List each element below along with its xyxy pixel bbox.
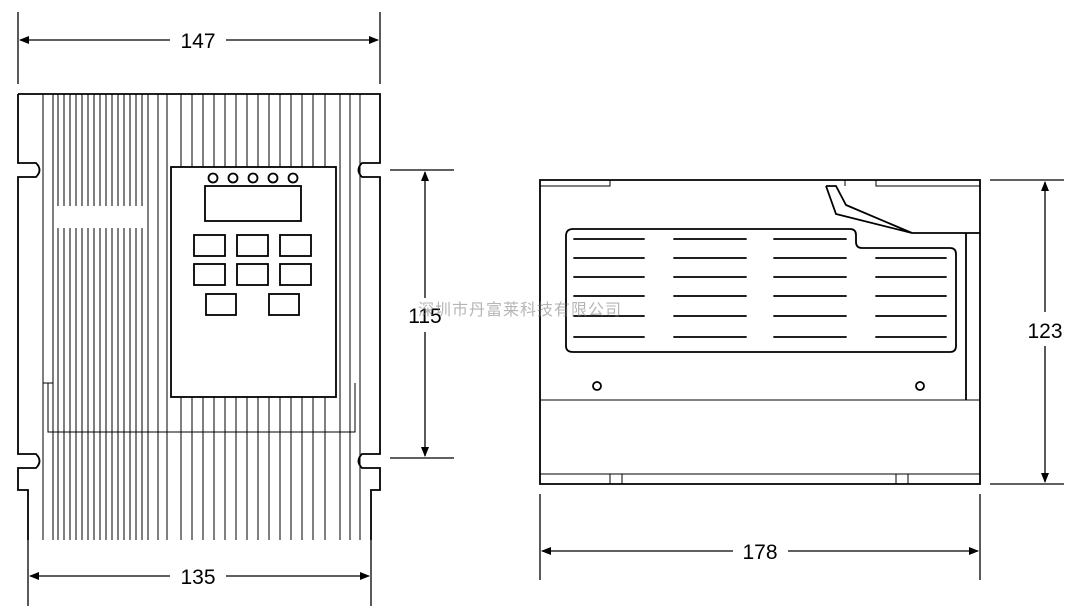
dim-side-height-label: 123 bbox=[1027, 320, 1062, 343]
key-8 bbox=[268, 293, 300, 316]
dim-side-length-label: 178 bbox=[742, 541, 777, 564]
side-cover-step bbox=[825, 185, 980, 400]
dim-front-bottom: 135 bbox=[27, 540, 372, 606]
side-outline bbox=[539, 179, 981, 485]
display-window bbox=[204, 185, 302, 222]
led-4 bbox=[267, 172, 279, 184]
dim-side-height: 123 bbox=[990, 179, 1064, 485]
watermark-text: 深圳市丹富莱科技有限公司 bbox=[418, 300, 623, 319]
heatsink-fins bbox=[57, 94, 361, 540]
led-5 bbox=[287, 172, 299, 184]
led-1 bbox=[207, 172, 219, 184]
front-left-block bbox=[42, 94, 356, 540]
front-view: 147 135 115 bbox=[17, 12, 454, 606]
key-4 bbox=[193, 263, 226, 286]
key-6 bbox=[279, 263, 312, 286]
keypad bbox=[193, 234, 312, 316]
dim-front-height-label: 115 bbox=[408, 305, 441, 328]
vent-panel-outline bbox=[565, 228, 957, 353]
key-2 bbox=[236, 234, 269, 257]
side-base bbox=[540, 399, 980, 484]
dim-front-height: 115 bbox=[390, 169, 454, 459]
vent-slots bbox=[573, 238, 947, 338]
led-3 bbox=[247, 172, 259, 184]
side-top-edge bbox=[540, 180, 980, 187]
key-3 bbox=[279, 234, 312, 257]
dim-side-length: 178 bbox=[539, 494, 981, 580]
screw-right bbox=[915, 381, 925, 391]
screw-left bbox=[592, 381, 602, 391]
key-1 bbox=[193, 234, 226, 257]
led-2 bbox=[227, 172, 239, 184]
dim-front-top-label: 147 bbox=[180, 30, 215, 53]
control-panel bbox=[170, 166, 337, 398]
front-outline bbox=[17, 93, 381, 540]
key-5 bbox=[236, 263, 269, 286]
key-7 bbox=[205, 293, 237, 316]
side-view: 123 178 bbox=[539, 179, 1064, 580]
dim-front-bottom-label: 135 bbox=[180, 566, 215, 589]
panel-frame bbox=[170, 166, 337, 398]
indicator-leds bbox=[207, 172, 299, 184]
dim-front-top: 147 bbox=[17, 12, 381, 84]
